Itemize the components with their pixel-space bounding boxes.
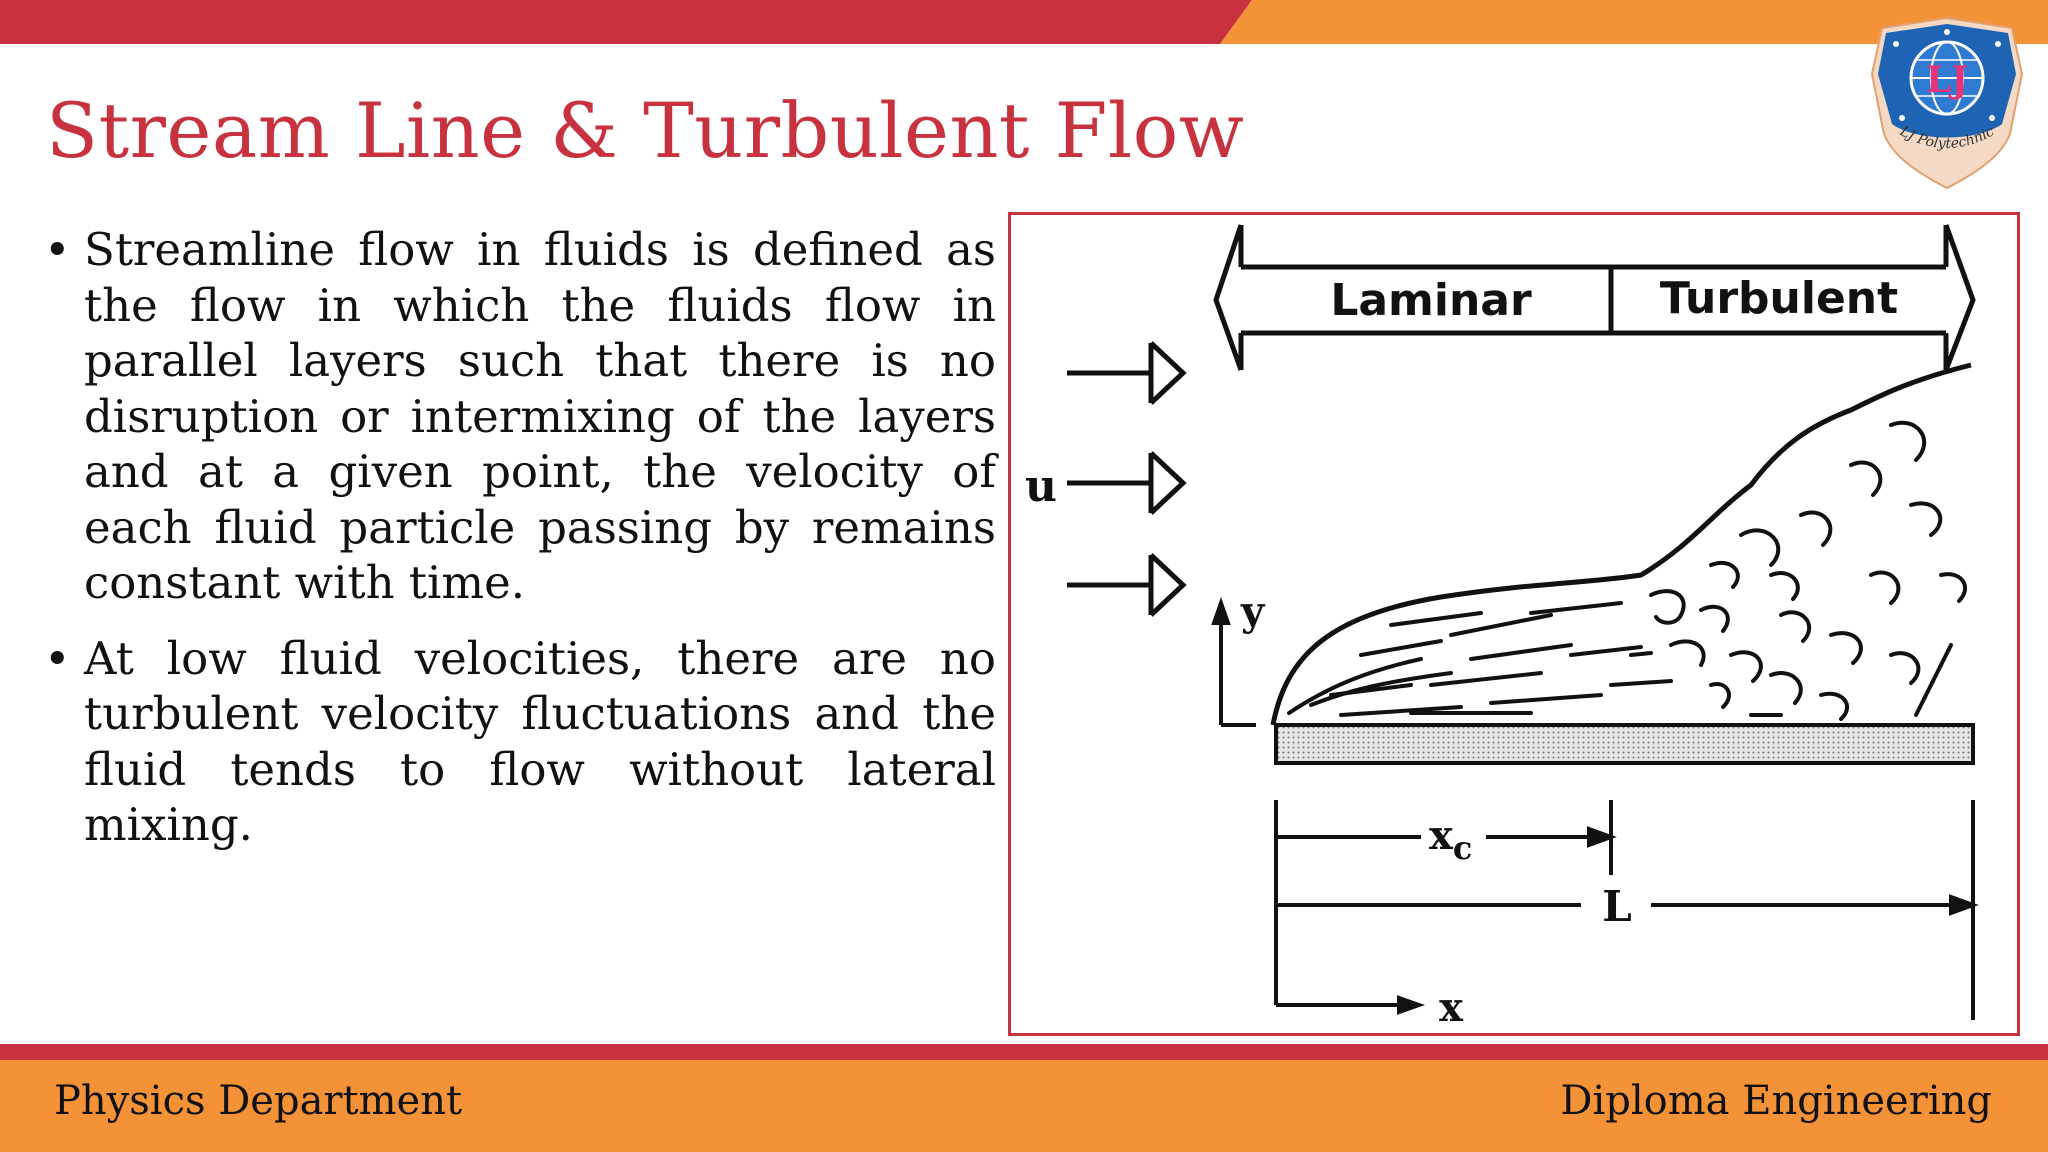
footer-divider: [0, 1044, 2048, 1060]
lj-polytechnic-logo: LJ LJ Polytechnic: [1862, 14, 2032, 192]
x-axis: [1276, 995, 1426, 1015]
footer-department: Physics Department: [54, 1078, 463, 1124]
y-axis-label: y: [1240, 588, 1266, 635]
boundary-layer-figure: Laminar Turbulent u y: [1008, 212, 2020, 1036]
top-header-bar: [0, 0, 2048, 44]
footer-program: Diploma Engineering: [1560, 1078, 1992, 1124]
y-axis: [1211, 596, 1256, 727]
slide-title: Stream Line & Turbulent Flow: [46, 86, 1245, 175]
footer-bar: Physics Department Diploma Engineering: [0, 1060, 2048, 1152]
bullet-item: • At low fluid velocities, there are no …: [44, 631, 996, 853]
bullet-text: At low fluid velocities, there are no tu…: [84, 631, 996, 852]
bullet-marker: •: [44, 631, 71, 685]
critical-length-subscript: c: [1453, 829, 1472, 867]
bullet-item: • Streamline flow in fluids is defined a…: [44, 222, 996, 611]
laminar-label: Laminar: [1330, 275, 1532, 326]
logo-initials: LJ: [1926, 59, 1968, 101]
plate-length-dimension: [1276, 800, 1979, 1020]
turbulent-eddies: [1629, 420, 1967, 721]
flat-plate: [1274, 723, 1975, 765]
laminar-streaks: [1287, 601, 1673, 717]
velocity-arrows: [1067, 341, 1187, 617]
bullet-text: Streamline flow in fluids is defined as …: [84, 223, 996, 609]
slide-content: • Streamline flow in fluids is defined a…: [44, 222, 996, 873]
plate-length-label: L: [1602, 882, 1632, 931]
critical-length-label: xc: [1429, 812, 1472, 867]
boundary-layer-outline: [1270, 362, 1972, 726]
critical-length-dimension: [1274, 800, 1617, 1005]
x-axis-label: x: [1439, 984, 1464, 1031]
turbulent-label: Turbulent: [1660, 273, 1898, 324]
regime-double-arrow: [1213, 224, 1976, 371]
bullet-marker: •: [44, 223, 71, 276]
velocity-label: u: [1025, 461, 1057, 512]
